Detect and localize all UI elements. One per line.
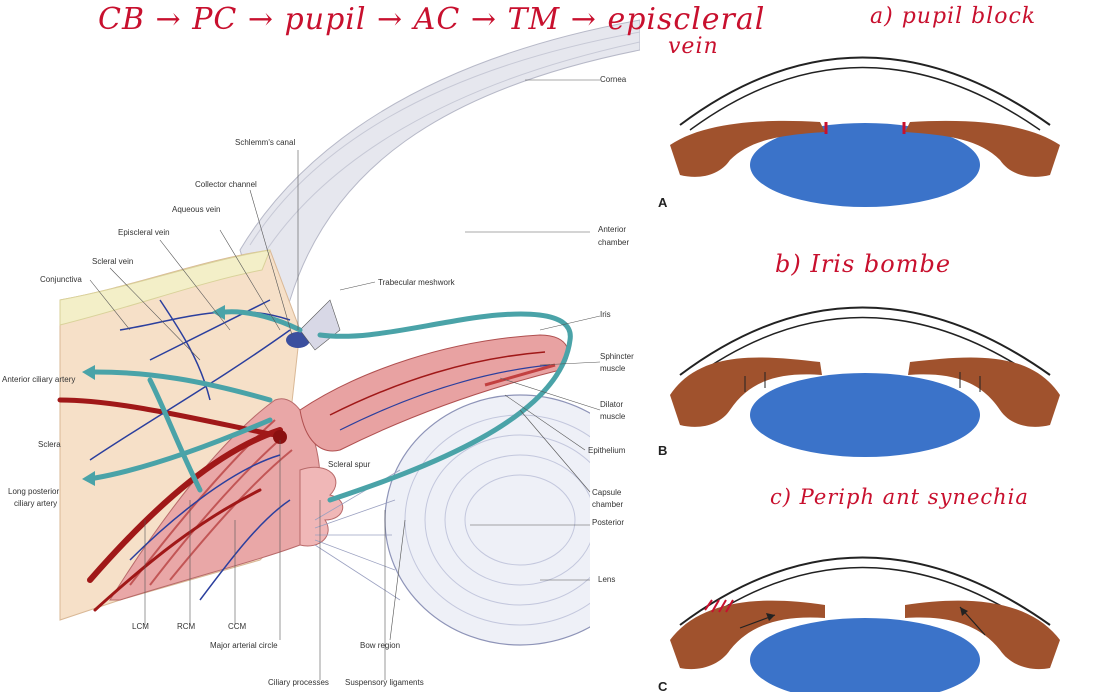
label-bow-region: Bow region	[360, 641, 400, 651]
label-rcm: RCM	[177, 622, 195, 632]
panel-c-schematic	[670, 558, 1060, 693]
label-long-posterior-2: ciliary artery	[14, 499, 57, 509]
panel-letter-a: A	[658, 195, 667, 210]
label-posterior: Posterior	[592, 518, 624, 528]
label-cornea: Cornea	[600, 75, 626, 85]
annotation-a: a) pupil block	[870, 4, 1036, 29]
label-scleral-spur: Scleral spur	[328, 460, 370, 470]
label-epithelium: Epithelium	[588, 446, 625, 456]
panel-a-schematic	[670, 58, 1060, 208]
label-sclera: Sclera	[38, 440, 61, 450]
lens-b	[750, 373, 980, 457]
flow-annotation-continued: vein	[668, 34, 719, 59]
label-capsule-2: chamber	[592, 500, 623, 510]
panel-b-schematic	[670, 308, 1060, 458]
label-dilator-1: Dilator	[600, 400, 623, 410]
label-trabecular-meshwork: Trabecular meshwork	[378, 278, 455, 288]
panel-letter-b: B	[658, 443, 667, 458]
label-major-arterial-circle: Major arterial circle	[210, 641, 278, 651]
label-long-posterior-1: Long posterior	[8, 487, 59, 497]
label-sphincter-2: muscle	[600, 364, 625, 374]
ciliary-processes-shape	[300, 467, 343, 546]
label-ccm: CCM	[228, 622, 246, 632]
label-scleral-vein: Scleral vein	[92, 257, 133, 267]
label-iris: Iris	[600, 310, 611, 320]
label-lens: Lens	[598, 575, 615, 585]
label-conjunctiva: Conjunctiva	[40, 275, 82, 285]
angle-closure-schematics	[640, 0, 1101, 692]
label-collector-channel: Collector channel	[195, 180, 257, 190]
lens-c	[750, 618, 980, 692]
label-suspensory-ligaments: Suspensory ligaments	[345, 678, 424, 688]
label-ciliary-processes: Ciliary processes	[268, 678, 329, 688]
label-lcm: LCM	[132, 622, 149, 632]
label-anterior-ciliary-artery: Anterior ciliary artery	[2, 375, 75, 385]
annotation-c: c) Periph ant synechia	[770, 485, 1029, 509]
label-episcleral-vein: Episcleral vein	[118, 228, 170, 238]
label-anterior-chamber-1: Anterior	[598, 225, 626, 235]
label-anterior-chamber-2: chamber	[598, 238, 629, 248]
eye-anatomy-illustration	[0, 0, 640, 692]
label-sphincter-1: Sphincter	[600, 352, 634, 362]
label-capsule-1: Capsule	[592, 488, 621, 498]
label-dilator-2: muscle	[600, 412, 625, 422]
label-schlemms-canal: Schlemm's canal	[235, 138, 295, 148]
flow-annotation: CB → PC → pupil → AC → TM → episcleral	[98, 2, 765, 37]
label-aqueous-vein: Aqueous vein	[172, 205, 220, 215]
annotation-b: b) Iris bombe	[775, 250, 951, 278]
